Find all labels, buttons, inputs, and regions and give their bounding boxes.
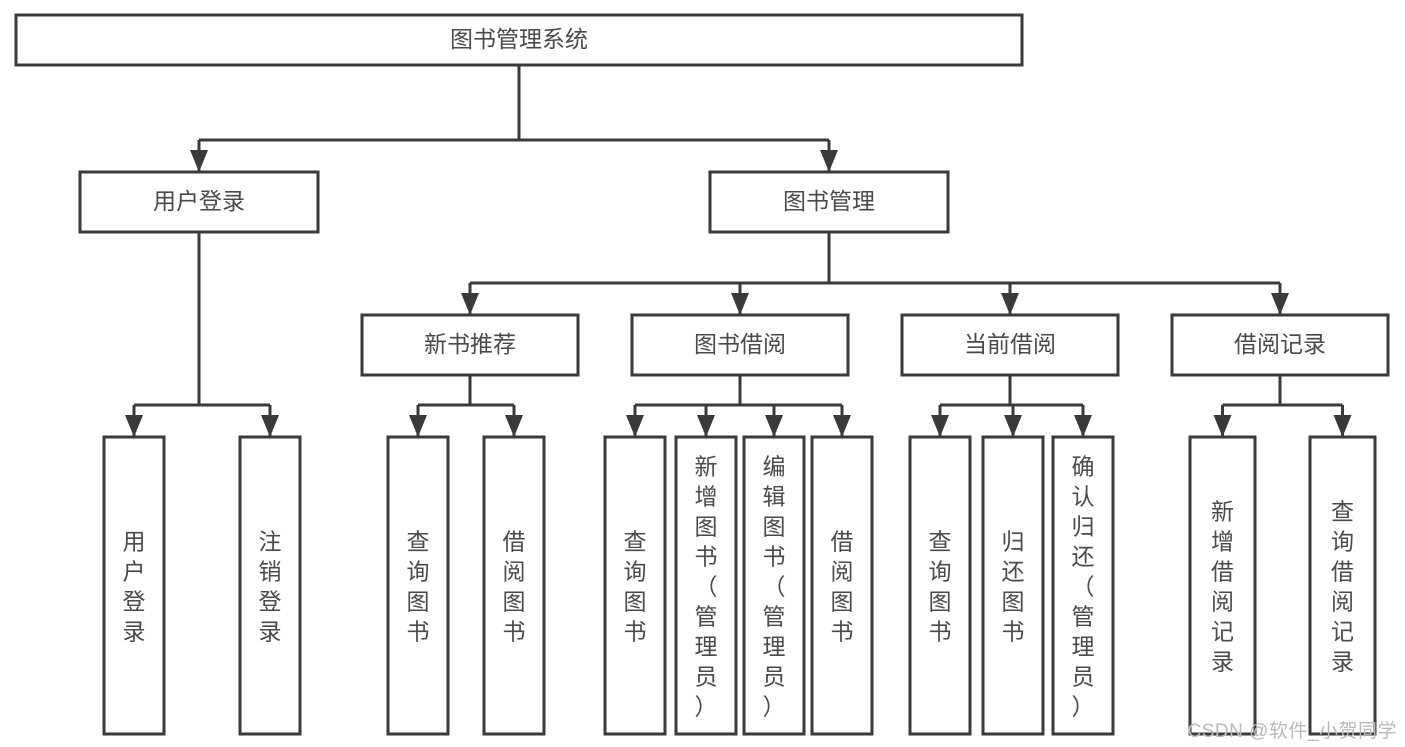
node-leaf-query-book-2[interactable]: 查询图书 xyxy=(603,435,667,736)
node-box-borrow-record xyxy=(1170,313,1390,377)
node-leaf-query-record[interactable]: 查询借阅记录 xyxy=(1308,435,1377,736)
arrow-head-icon xyxy=(765,415,783,437)
arrow-head-icon xyxy=(1271,293,1289,315)
arrow-head-icon xyxy=(125,415,143,437)
node-label-leaf-edit-book: 编辑图书（管理员） xyxy=(763,454,786,720)
node-leaf-query-book-3[interactable]: 查询图书 xyxy=(908,435,972,736)
connectors-layer xyxy=(125,65,1352,437)
node-label-leaf-query-book-2: 查询图书 xyxy=(624,529,647,645)
node-book-borrow[interactable]: 图书借阅 xyxy=(630,313,850,377)
csdn-watermark: CSDN @软件_小贺同学 xyxy=(1187,721,1397,742)
node-borrow-record[interactable]: 借阅记录 xyxy=(1170,313,1390,377)
arrow-head-icon xyxy=(820,150,838,172)
arrow-head-icon xyxy=(461,293,479,315)
node-label-leaf-add-record: 新增借阅记录 xyxy=(1211,499,1234,675)
node-leaf-edit-book[interactable]: 编辑图书（管理员） xyxy=(742,435,806,736)
node-label-leaf-query-book-3: 查询图书 xyxy=(929,529,952,645)
nodes-layer: 图书管理系统用户登录图书管理新书推荐图书借阅当前借阅借阅记录用户登录注销登录查询… xyxy=(14,13,1390,736)
node-box-leaf-query-book-2 xyxy=(603,435,667,736)
arrow-head-icon xyxy=(261,415,279,437)
node-current-borrow[interactable]: 当前借阅 xyxy=(900,313,1120,377)
node-box-leaf-borrow-book-1 xyxy=(482,435,546,736)
node-box-leaf-edit-book xyxy=(742,435,806,736)
node-box-book-borrow xyxy=(630,313,850,377)
node-leaf-user-login[interactable]: 用户登录 xyxy=(102,435,166,736)
node-leaf-add-book[interactable]: 新增图书（管理员） xyxy=(674,435,738,736)
node-box-leaf-query-book-3 xyxy=(908,435,972,736)
node-label-book-borrow: 图书借阅 xyxy=(694,331,786,357)
arrow-head-icon xyxy=(1074,415,1092,437)
arrow-head-icon xyxy=(697,415,715,437)
node-label-leaf-add-book: 新增图书（管理员） xyxy=(695,454,718,720)
node-label-leaf-borrow-book-1: 借阅图书 xyxy=(503,529,526,645)
node-label-current-borrow: 当前借阅 xyxy=(964,331,1056,357)
arrow-head-icon xyxy=(190,150,208,172)
node-label-leaf-user-login: 用户登录 xyxy=(123,529,146,645)
node-leaf-add-record[interactable]: 新增借阅记录 xyxy=(1188,435,1257,736)
node-box-current-borrow xyxy=(900,313,1120,377)
arrow-head-icon xyxy=(1333,415,1352,437)
node-user-login[interactable]: 用户登录 xyxy=(78,170,320,234)
node-box-root xyxy=(14,13,1024,67)
arrow-head-icon xyxy=(505,415,523,437)
arrow-head-icon xyxy=(1213,415,1232,437)
node-leaf-borrow-book-2[interactable]: 借阅图书 xyxy=(810,435,874,736)
node-label-new-book-recommend: 新书推荐 xyxy=(424,331,516,357)
node-label-user-login: 用户登录 xyxy=(153,188,245,214)
node-new-book-recommend[interactable]: 新书推荐 xyxy=(360,313,580,377)
node-box-leaf-confirm-return xyxy=(1051,435,1115,736)
node-leaf-confirm-return[interactable]: 确认归还（管理员） xyxy=(1051,435,1115,736)
node-box-book-manage xyxy=(708,170,950,234)
node-leaf-logout-login[interactable]: 注销登录 xyxy=(238,435,302,736)
arrow-head-icon xyxy=(409,415,427,437)
node-label-root: 图书管理系统 xyxy=(450,26,588,52)
node-book-manage[interactable]: 图书管理 xyxy=(708,170,950,234)
arrow-head-icon xyxy=(833,415,851,437)
node-leaf-borrow-book-1[interactable]: 借阅图书 xyxy=(482,435,546,736)
node-label-leaf-query-book-1: 查询图书 xyxy=(407,529,430,645)
node-box-user-login xyxy=(78,170,320,234)
node-label-borrow-record: 借阅记录 xyxy=(1234,331,1326,357)
arrow-head-icon xyxy=(1001,293,1019,315)
node-leaf-return-book[interactable]: 归还图书 xyxy=(981,435,1045,736)
arrow-head-icon xyxy=(931,415,949,437)
node-box-leaf-add-book xyxy=(674,435,738,736)
node-box-leaf-logout-login xyxy=(238,435,302,736)
node-label-book-manage: 图书管理 xyxy=(783,188,875,214)
node-leaf-query-book-1[interactable]: 查询图书 xyxy=(386,435,450,736)
node-box-leaf-user-login xyxy=(102,435,166,736)
node-label-leaf-confirm-return: 确认归还（管理员） xyxy=(1072,454,1095,720)
node-label-leaf-logout-login: 注销登录 xyxy=(259,529,282,645)
arrow-head-icon xyxy=(626,415,644,437)
node-box-leaf-return-book xyxy=(981,435,1045,736)
arrow-head-icon xyxy=(731,293,749,315)
node-box-leaf-query-book-1 xyxy=(386,435,450,736)
arrow-head-icon xyxy=(1004,415,1022,437)
node-root[interactable]: 图书管理系统 xyxy=(14,13,1024,67)
node-box-leaf-add-record xyxy=(1188,435,1257,736)
node-box-leaf-borrow-book-2 xyxy=(810,435,874,736)
node-label-leaf-borrow-book-2: 借阅图书 xyxy=(831,529,854,645)
node-box-leaf-query-record xyxy=(1308,435,1377,736)
node-label-leaf-query-record: 查询借阅记录 xyxy=(1331,499,1354,675)
node-label-leaf-return-book: 归还图书 xyxy=(1002,529,1025,645)
node-box-new-book-recommend xyxy=(360,313,580,377)
